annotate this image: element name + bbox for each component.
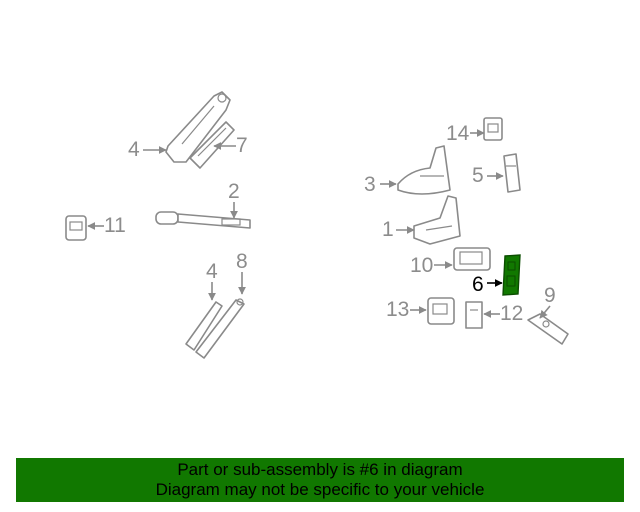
callout-6: 6 <box>472 273 484 296</box>
callout-7: 7 <box>236 134 248 157</box>
part-11 <box>65 215 87 241</box>
callout-14: 14 <box>446 122 470 145</box>
part-4-lower <box>185 301 223 351</box>
callout-3: 3 <box>364 173 376 196</box>
callout-1: 1 <box>382 218 394 241</box>
part-12 <box>465 301 483 329</box>
callout-5: 5 <box>472 164 484 187</box>
part-5 <box>503 153 521 193</box>
callout-8: 8 <box>236 250 248 273</box>
leader-9 <box>539 305 551 319</box>
callout-9: 9 <box>544 284 556 307</box>
banner-line-2: Diagram may not be specific to your vehi… <box>155 480 485 499</box>
parts-diagram: 4 7 2 11 4 8 14 3 <box>65 91 569 359</box>
part-3 <box>397 145 451 195</box>
callout-11: 11 <box>104 214 126 237</box>
callout-2: 2 <box>228 180 240 203</box>
banner-line-1: Part or sub-assembly is #6 in diagram <box>177 460 463 479</box>
callout-13: 13 <box>386 298 409 321</box>
callout-10: 10 <box>410 254 433 277</box>
part-9 <box>527 313 569 345</box>
part-6-highlighted <box>502 254 521 296</box>
part-4-upper <box>165 91 231 163</box>
part-info-banner: Part or sub-assembly is #6 in diagram Di… <box>16 458 624 502</box>
part-2 <box>155 211 251 229</box>
callout-12: 12 <box>500 302 523 325</box>
part-10 <box>453 247 491 271</box>
part-13 <box>427 297 455 325</box>
callout-4-lower: 4 <box>206 260 218 283</box>
part-8 <box>195 298 245 359</box>
part-14 <box>483 117 503 141</box>
part-7 <box>189 121 235 169</box>
part-1 <box>413 195 461 245</box>
callout-4-upper: 4 <box>128 138 140 161</box>
